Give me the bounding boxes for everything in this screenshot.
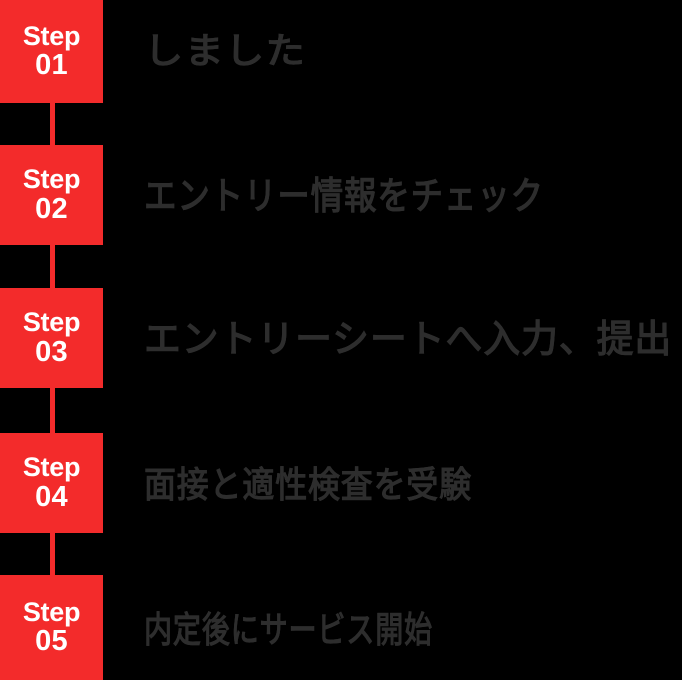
step-label-5: 内定後にサービス開始 <box>144 609 434 650</box>
step-box-1[interactable]: Step 01 <box>0 0 103 103</box>
step-word-2: Step <box>22 164 81 195</box>
connector-4-5 <box>50 533 55 575</box>
step-label-3: エントリーシートへ入力、提出 <box>144 319 673 361</box>
connector-3-4 <box>50 388 55 433</box>
connector-1-2 <box>50 103 55 145</box>
step-word-5: Step <box>22 596 81 627</box>
step-word-1: Step <box>22 20 81 51</box>
step-number-1: 01 <box>35 49 68 82</box>
step-column: Step 01 Step 02 Step 03 Step 04 Step 05 <box>0 0 103 680</box>
connector-2-3 <box>50 245 55 288</box>
step-word-3: Step <box>22 307 81 338</box>
step-word-4: Step <box>22 452 81 483</box>
step-number-3: 03 <box>35 335 68 368</box>
step-number-2: 02 <box>35 192 68 225</box>
step-box-5[interactable]: Step 05 <box>0 575 103 680</box>
step-box-2[interactable]: Step 02 <box>0 145 103 245</box>
step-label-2: エントリー情報をチェック <box>144 176 545 218</box>
step-number-5: 05 <box>35 625 68 658</box>
step-box-3[interactable]: Step 03 <box>0 288 103 388</box>
step-label-1: しました <box>144 30 307 71</box>
step-number-4: 04 <box>35 480 68 513</box>
step-box-4[interactable]: Step 04 <box>0 433 103 533</box>
step-label-4: 面接と適性検査を受験 <box>144 464 473 505</box>
